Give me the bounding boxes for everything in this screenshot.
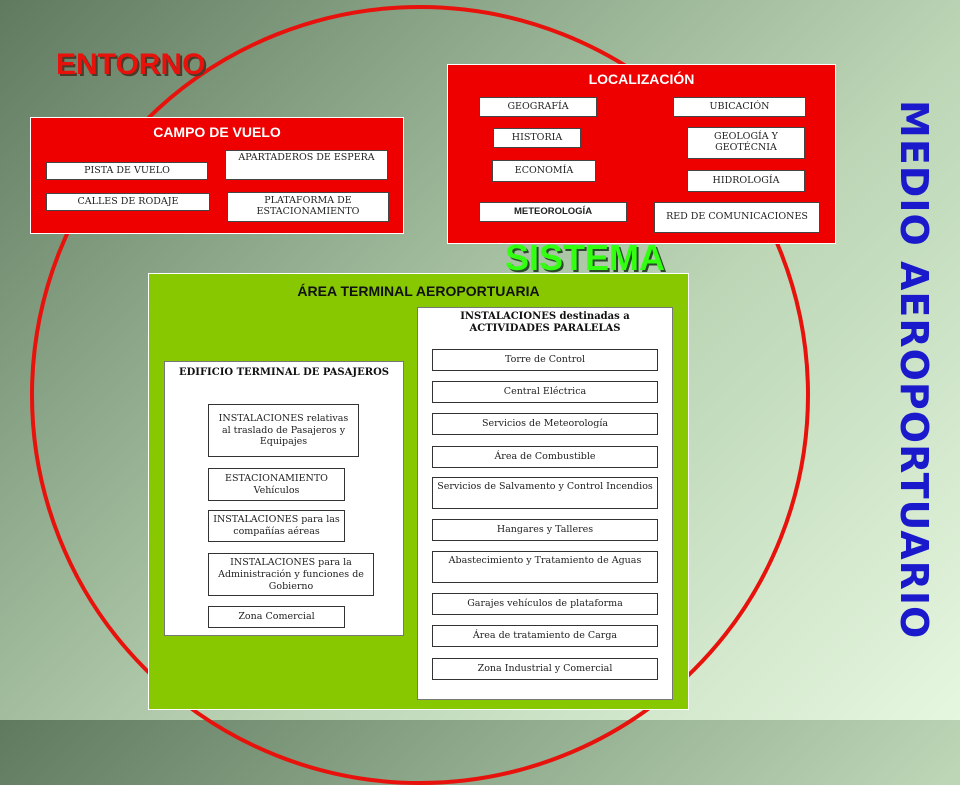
edificio-terminal-title: EDIFICIO TERMINAL DE PASAJEROS bbox=[178, 367, 389, 378]
plataforma-de-estacionamiento-box: PLATAFORMA DE ESTACIONAMIENTO bbox=[227, 192, 389, 222]
economia-box: ECONOMÍA bbox=[492, 160, 596, 182]
localizacion-panel: LOCALIZACIÓN GEOGRAFÍA UBICACIÓN HISTORI… bbox=[447, 64, 836, 244]
zona-industrial-box: Zona Industrial y Comercial bbox=[432, 658, 658, 680]
apartaderos-de-espera-box: APARTADEROS DE ESPERA bbox=[225, 150, 388, 180]
actividades-paralelas-title: INSTALACIONES destinadas a ACTIVIDADES P… bbox=[460, 311, 630, 334]
torre-de-control-box: Torre de Control bbox=[432, 349, 658, 371]
actividades-paralelas-panel: INSTALACIONES destinadas a ACTIVIDADES P… bbox=[417, 307, 673, 700]
servicios-meteorologia-box: Servicios de Meteorología bbox=[432, 413, 658, 435]
salvamento-incendios-box: Servicios de Salvamento y Control Incend… bbox=[432, 477, 658, 509]
historia-box: HISTORIA bbox=[493, 128, 581, 148]
administracion-gobierno-box: INSTALACIONES para la Administración y f… bbox=[208, 553, 374, 596]
area-terminal-panel: ÁREA TERMINAL AEROPORTUARIA EDIFICIO TER… bbox=[148, 273, 689, 710]
zona-comercial-box: Zona Comercial bbox=[208, 606, 345, 628]
hidrologia-box: HIDROLOGÍA bbox=[687, 170, 805, 192]
sistema-label: SISTEMA bbox=[505, 237, 666, 278]
entorno-label: ENTORNO bbox=[56, 48, 206, 81]
area-combustible-box: Área de Combustible bbox=[432, 446, 658, 468]
red-de-comunicaciones-box: RED DE COMUNICACIONES bbox=[654, 202, 820, 233]
geografia-box: GEOGRAFÍA bbox=[479, 97, 597, 117]
campo-de-vuelo-panel: CAMPO DE VUELO PISTA DE VUELO APARTADERO… bbox=[30, 117, 404, 234]
area-terminal-title: ÁREA TERMINAL AEROPORTUARIA bbox=[297, 283, 540, 299]
geologia-geotecnia-box: GEOLOGÍA Y GEOTÉCNIA bbox=[687, 127, 805, 159]
tratamiento-carga-box: Área de tratamiento de Carga bbox=[432, 625, 658, 647]
traslado-pasajeros-box: INSTALACIONES relativas al traslado de P… bbox=[208, 404, 359, 457]
central-electrica-box: Central Eléctrica bbox=[432, 381, 658, 403]
abastecimiento-aguas-box: Abastecimiento y Tratamiento de Aguas bbox=[432, 551, 658, 583]
garajes-vehiculos-box: Garajes vehículos de plataforma bbox=[432, 593, 658, 615]
calles-de-rodaje-box: CALLES DE RODAJE bbox=[46, 193, 210, 211]
estacionamiento-vehiculos-box: ESTACIONAMIENTO Vehículos bbox=[208, 468, 345, 501]
pista-de-vuelo-box: PISTA DE VUELO bbox=[46, 162, 208, 180]
hangares-talleres-box: Hangares y Talleres bbox=[432, 519, 658, 541]
medio-aeroportuario-label: MEDIO AEROPORTUARIO bbox=[892, 100, 936, 640]
edificio-terminal-panel: EDIFICIO TERMINAL DE PASAJEROS INSTALACI… bbox=[164, 361, 404, 636]
localizacion-title: LOCALIZACIÓN bbox=[588, 71, 695, 87]
campo-de-vuelo-title: CAMPO DE VUELO bbox=[153, 124, 281, 140]
ubicacion-box: UBICACIÓN bbox=[673, 97, 806, 117]
companias-aereas-box: INSTALACIONES para las compañías aéreas bbox=[208, 510, 345, 542]
meteorologia-box: METEOROLOGÍA bbox=[479, 202, 627, 222]
